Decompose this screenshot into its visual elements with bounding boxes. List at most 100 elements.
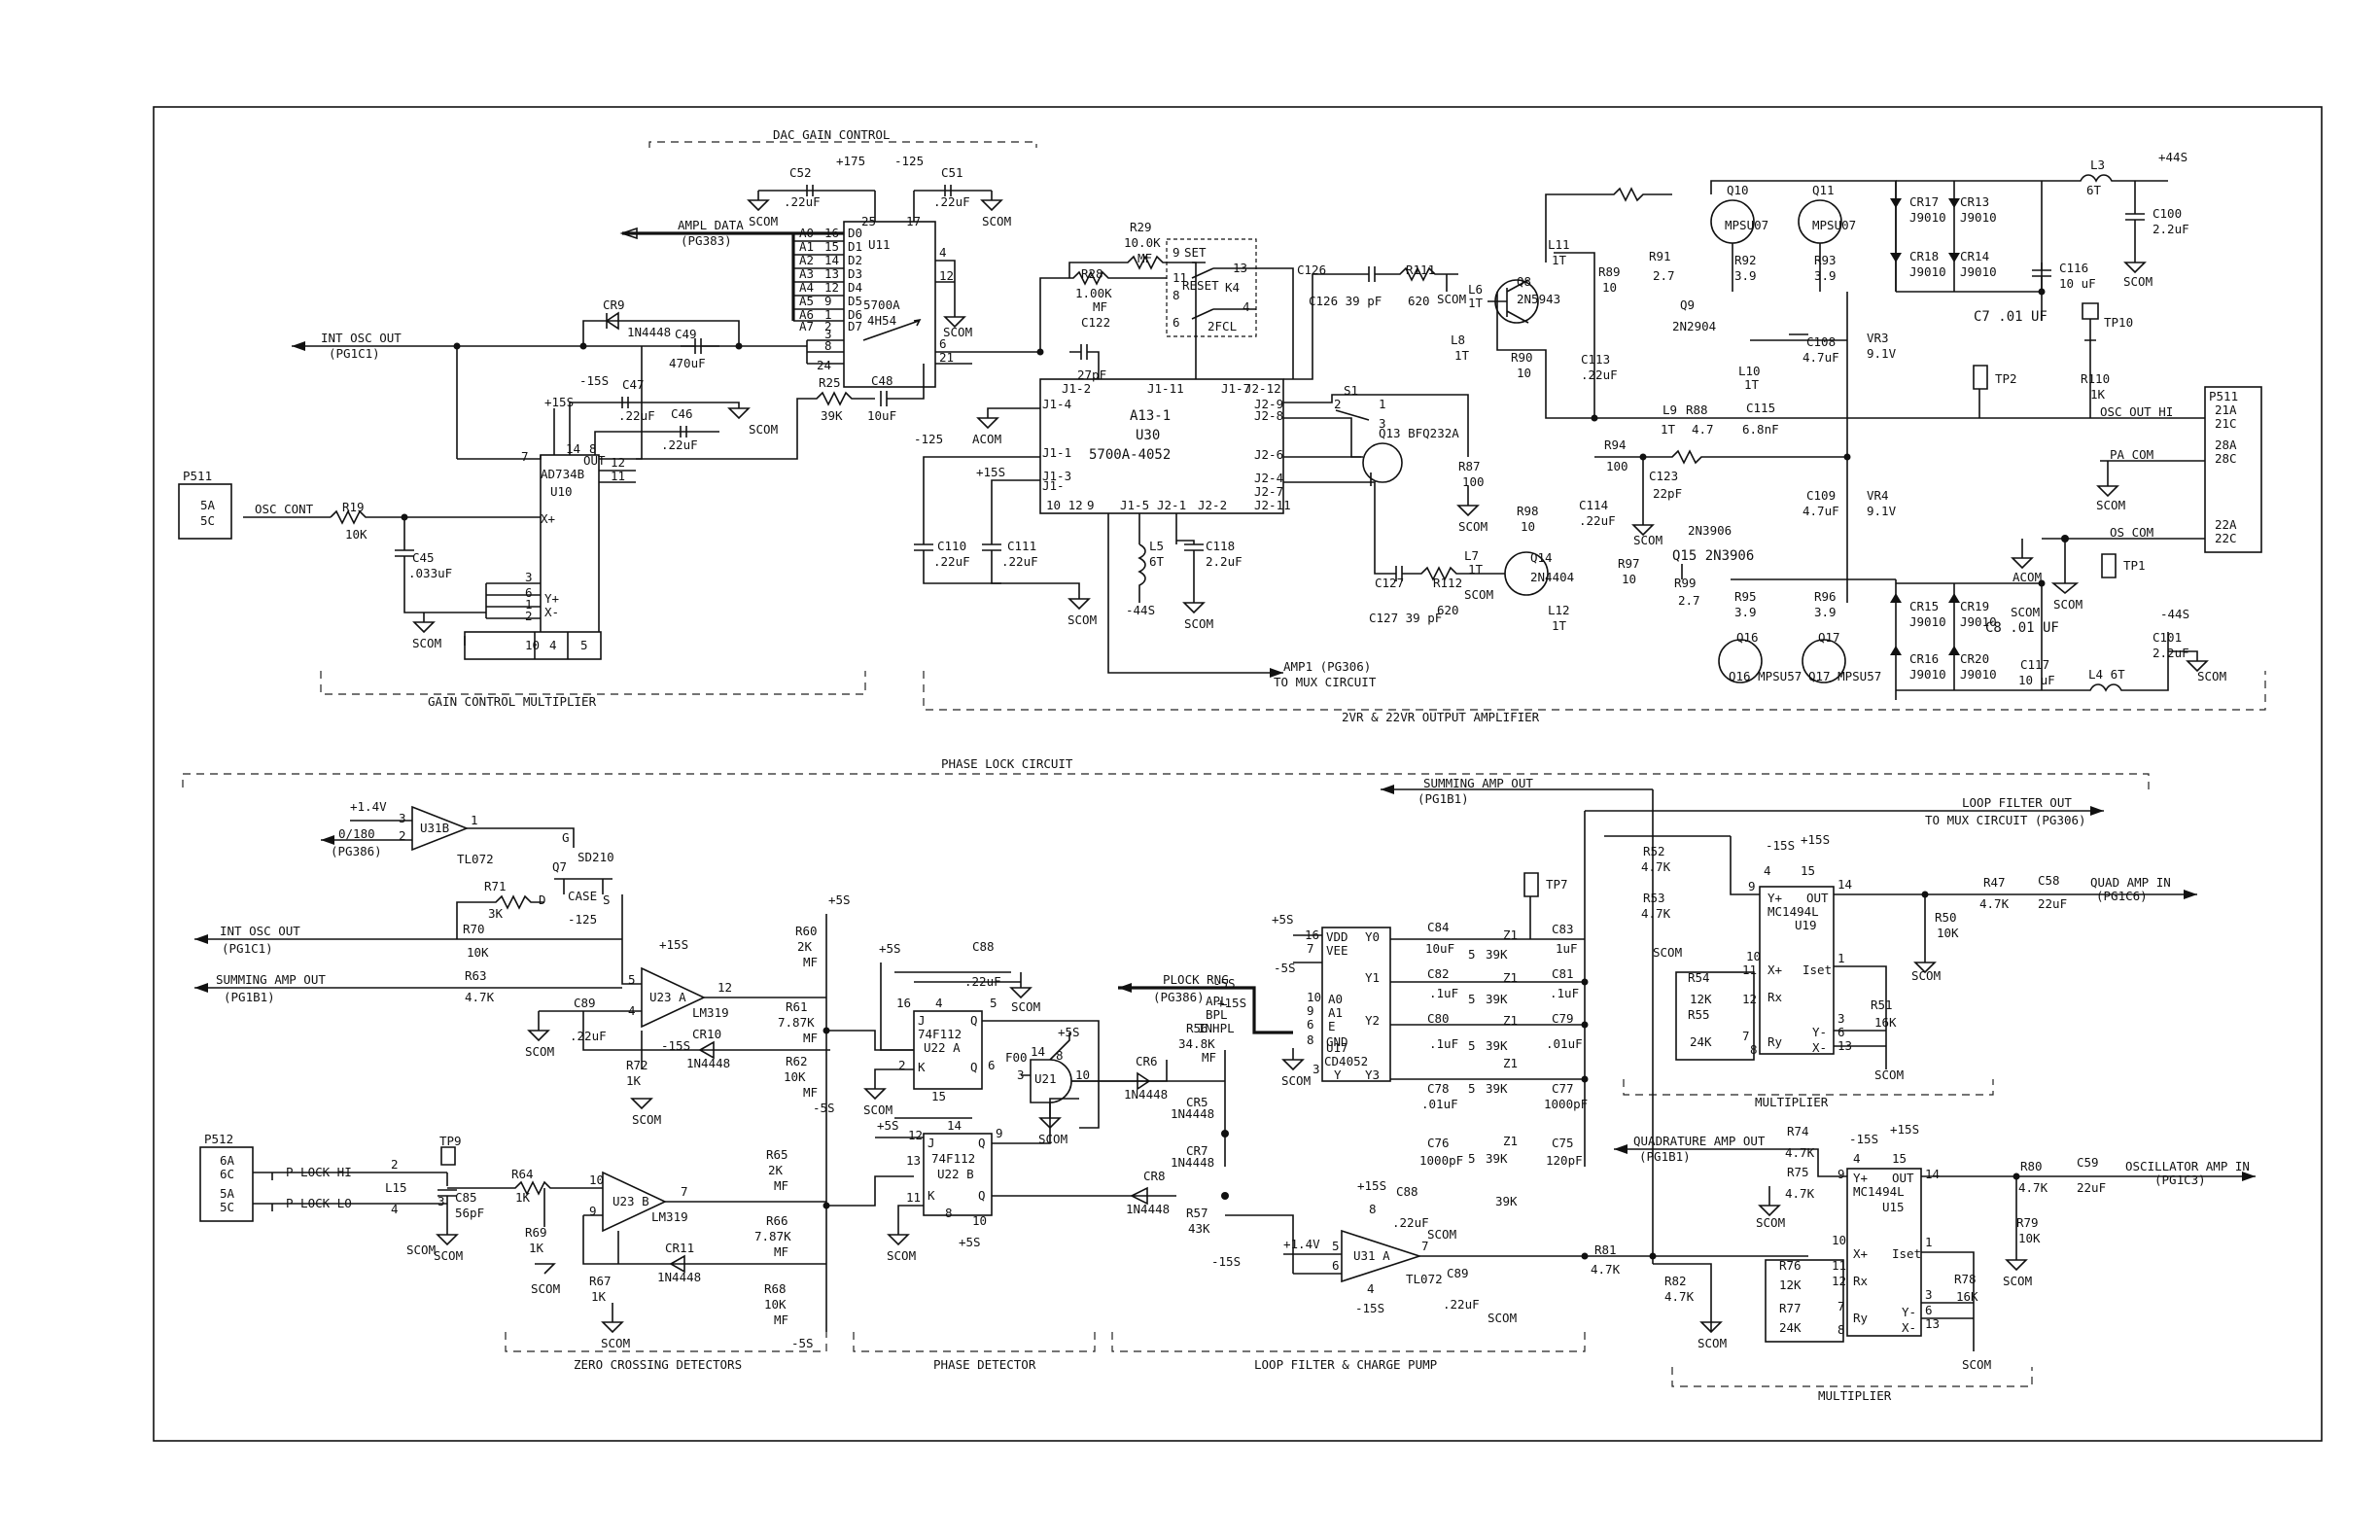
svg-text:R47: R47 [1983, 875, 2006, 890]
svg-text:.22uF: .22uF [1581, 368, 1618, 382]
svg-text:R76: R76 [1779, 1258, 1802, 1273]
svg-text:Y-: Y- [1902, 1305, 1916, 1319]
svg-text:D3: D3 [848, 266, 862, 281]
svg-text:C100: C100 [2152, 206, 2182, 221]
svg-text:J1-1: J1-1 [1042, 445, 1071, 460]
svg-text:SCOM: SCOM [943, 325, 972, 339]
amp1-line: AMP1 (PG306) TO MUX CIRCUIT [1107, 513, 1377, 689]
svg-text:SCOM: SCOM [1874, 1068, 1904, 1082]
svg-text:C111: C111 [1007, 539, 1036, 553]
svg-text:2N2904: 2N2904 [1672, 319, 1716, 333]
svg-text:INHPL: INHPL [1198, 1021, 1235, 1035]
svg-text:C126: C126 [1297, 262, 1326, 277]
svg-text:14: 14 [1925, 1167, 1940, 1181]
svg-text:J2-8: J2-8 [1254, 408, 1283, 423]
loop-filter-boundary [1111, 1332, 1586, 1352]
svg-text:7.87K: 7.87K [754, 1229, 791, 1243]
svg-text:3.9: 3.9 [1734, 605, 1757, 619]
svg-text:CR11: CR11 [665, 1241, 694, 1255]
svg-text:+15S: +15S [1217, 996, 1246, 1010]
svg-text:A7: A7 [799, 319, 814, 333]
svg-text:R75: R75 [1787, 1165, 1809, 1179]
svg-text:74F112: 74F112 [931, 1151, 975, 1166]
svg-text:D0: D0 [848, 226, 862, 240]
svg-text:-125: -125 [568, 912, 597, 927]
svg-text:+5S: +5S [1058, 1025, 1080, 1039]
svg-text:R96: R96 [1814, 589, 1837, 604]
svg-text:C48: C48 [871, 373, 893, 388]
svg-text:SCOM: SCOM [1911, 968, 1941, 983]
svg-text:10uF: 10uF [867, 408, 896, 423]
svg-text:RESET: RESET [1182, 278, 1219, 293]
svg-text:R69: R69 [525, 1225, 547, 1240]
svg-text:11: 11 [1742, 962, 1757, 977]
svg-text:+5S: +5S [828, 892, 851, 907]
svg-text:R66: R66 [766, 1213, 788, 1228]
svg-text:1T: 1T [1468, 296, 1484, 310]
svg-text:6: 6 [988, 1058, 996, 1072]
svg-text:TP9: TP9 [439, 1134, 462, 1148]
svg-text:4: 4 [391, 1202, 399, 1216]
svg-text:U23 B: U23 B [612, 1194, 649, 1208]
svg-text:MF: MF [803, 1085, 818, 1100]
svg-text:.22uF: .22uF [1443, 1297, 1480, 1312]
phase-lock-boundary [182, 773, 2150, 789]
svg-text:10: 10 [1602, 280, 1617, 295]
svg-text:16K: 16K [1956, 1289, 1978, 1304]
dac-u11: U11 5700A 4H54 [843, 221, 936, 388]
phase-detector-label: PHASE DETECTOR [933, 1357, 1036, 1372]
tp2: TP2 [1973, 365, 2017, 418]
svg-text:2.7: 2.7 [1653, 268, 1675, 283]
svg-text:R82: R82 [1664, 1274, 1687, 1288]
svg-text:LOOP FILTER OUT: LOOP FILTER OUT [1962, 795, 2072, 810]
svg-text:(PG1B1): (PG1B1) [1418, 791, 1469, 806]
svg-text:J: J [928, 1136, 935, 1150]
svg-text:28C: 28C [2215, 451, 2237, 466]
svg-text:4.7K: 4.7K [1664, 1289, 1695, 1304]
svg-text:TP1: TP1 [2123, 558, 2146, 573]
svg-text:Z1: Z1 [1503, 1013, 1518, 1028]
svg-text:15: 15 [1801, 863, 1815, 878]
svg-text:SCOM: SCOM [1427, 1227, 1456, 1242]
svg-text:2K: 2K [768, 1163, 784, 1177]
svg-text:C51: C51 [941, 165, 963, 180]
svg-text:SCOM: SCOM [2003, 1274, 2032, 1288]
svg-text:G: G [562, 830, 570, 845]
svg-text:A1: A1 [1328, 1005, 1343, 1020]
svg-text:L6: L6 [1468, 282, 1483, 297]
svg-text:5: 5 [580, 638, 588, 652]
svg-text:+175: +175 [836, 154, 865, 168]
svg-text:C82: C82 [1427, 966, 1450, 981]
svg-text:9: 9 [824, 294, 832, 308]
svg-text:.22uF: .22uF [964, 974, 1001, 989]
svg-text:E: E [1328, 1019, 1336, 1033]
svg-text:15: 15 [931, 1089, 946, 1103]
svg-text:9: 9 [1172, 245, 1180, 260]
svg-text:Q: Q [978, 1188, 986, 1203]
svg-text:.22uF: .22uF [1579, 513, 1616, 528]
svg-text:10K: 10K [1937, 926, 1959, 940]
svg-text:5: 5 [990, 996, 998, 1010]
svg-text:L4 6T: L4 6T [2088, 667, 2125, 682]
svg-text:10K: 10K [784, 1069, 806, 1084]
svg-text:R60: R60 [795, 924, 818, 938]
zero-crossing-boundary [505, 1332, 827, 1352]
svg-text:OSC OUT HI: OSC OUT HI [2100, 404, 2173, 419]
svg-text:+15S: +15S [1801, 832, 1830, 847]
summing-amp-out-2: SUMMING AMP OUT (PG1B1) [1381, 776, 1654, 1264]
svg-text:Q: Q [970, 1013, 978, 1028]
svg-text:Y0: Y0 [1365, 929, 1380, 944]
svg-text:CR18: CR18 [1909, 249, 1939, 263]
svg-text:SCOM: SCOM [1756, 1215, 1785, 1230]
svg-text:SCOM: SCOM [1068, 612, 1097, 627]
svg-text:10: 10 [589, 1172, 604, 1187]
svg-text:2: 2 [1334, 397, 1342, 411]
